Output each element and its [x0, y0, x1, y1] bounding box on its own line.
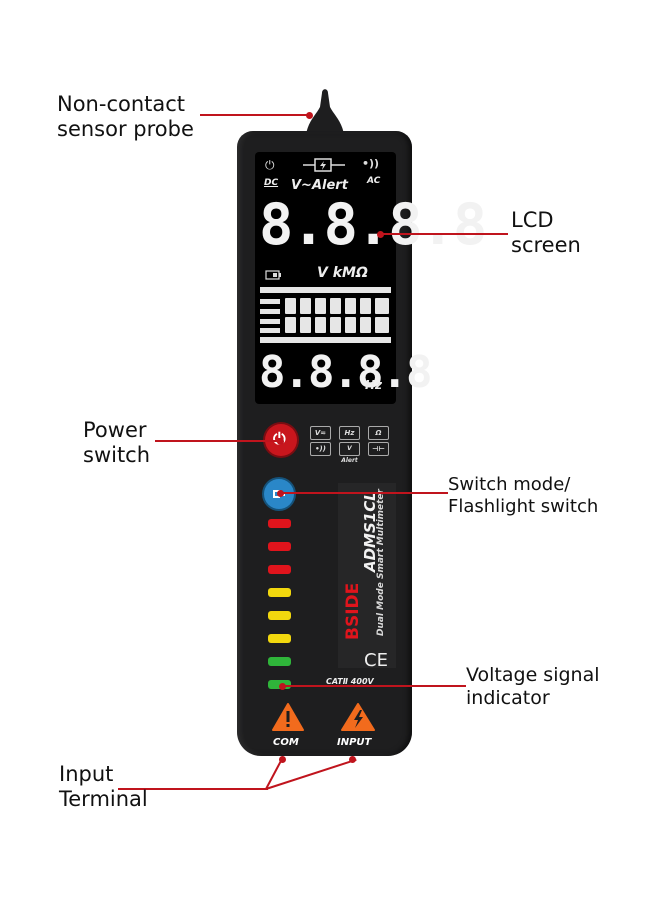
power-callout-line1: Power	[83, 418, 147, 442]
mode-resistance-icon: Ω	[368, 426, 389, 440]
probe-callout: Non-contact sensor probe	[57, 92, 194, 142]
lcd-screen: ⏻ •)) DC V~Alert AC 8.8.8.8 V kMΩ	[255, 152, 487, 404]
mode-leader-line	[280, 492, 448, 494]
voltage-led-1	[268, 519, 291, 528]
terminal-callout: Input Terminal	[59, 762, 148, 812]
mode-dc-ac-voltage-icon: V≂	[310, 426, 331, 440]
lcd-leader-dot	[377, 231, 384, 238]
product-subtitle: Dual Mode Smart Multimeter	[376, 489, 386, 636]
probe-callout-line1: Non-contact	[57, 92, 186, 116]
input-leader-dot	[349, 756, 356, 763]
buzzer-icon: •))	[362, 157, 380, 170]
voltage-leader-dot	[279, 683, 286, 690]
voltage-led-6	[268, 634, 291, 643]
frequency-readout: 8.8.8.8	[259, 347, 432, 398]
main-readout: 8.8.8.8	[259, 192, 487, 258]
power-callout-line2: switch	[83, 443, 151, 467]
terminal-leader-line	[118, 788, 268, 790]
mode-continuity-icon: •))	[310, 442, 331, 456]
alert-indicator: V~Alert	[291, 178, 348, 193]
product-label-panel	[338, 483, 396, 668]
terminal-callout-line2: Terminal	[59, 787, 148, 811]
voltage-callout: Voltage signal indicator	[466, 664, 600, 710]
ce-mark: CE	[364, 650, 388, 671]
brand-logo: BSIDE	[343, 582, 363, 640]
probe-leader-line	[200, 114, 308, 116]
battery-icon	[265, 270, 281, 280]
lcd-callout-line1: LCD	[511, 208, 554, 232]
ac-indicator: AC	[367, 176, 381, 186]
sensor-probe	[306, 89, 344, 135]
mode-callout-line2: Flashlight switch	[448, 496, 599, 517]
mode-voltage-alert-icon: V Alert	[339, 442, 360, 464]
lcd-callout-line2: screen	[511, 233, 581, 257]
voltage-led-7	[268, 657, 291, 666]
power-callout: Power switch	[83, 418, 150, 468]
com-terminal-label: COM	[273, 737, 299, 748]
input-terminal-label: INPUT	[337, 737, 372, 748]
mode-frequency-icon: Hz	[339, 426, 360, 440]
unit-indicator: V kMΩ	[317, 265, 368, 281]
probe-callout-line2: sensor probe	[57, 117, 194, 141]
mode-callout: Switch mode/ Flashlight switch	[448, 474, 598, 518]
voltage-led-2	[268, 542, 291, 551]
lcd-callout: LCD screen	[511, 208, 581, 258]
voltage-led-5	[268, 611, 291, 620]
mode-callout-line1: Switch mode/	[448, 474, 571, 495]
power-off-icon: ⏻	[265, 158, 275, 172]
voltage-callout-line2: indicator	[466, 687, 550, 709]
voltage-led-4	[268, 588, 291, 597]
frequency-unit: Hz	[365, 378, 383, 392]
category-rating: CATⅡ 400V	[326, 677, 374, 686]
voltage-callout-line1: Voltage signal	[466, 664, 600, 686]
mode-leader-dot	[277, 490, 284, 497]
mode-diode-icon: ⊣⊢	[368, 442, 389, 456]
voltage-led-3	[268, 565, 291, 574]
lcd-leader-line	[380, 233, 508, 235]
bar-graph	[260, 287, 391, 343]
input-warning-icon	[341, 703, 375, 731]
terminal-callout-line1: Input	[59, 762, 114, 786]
com-warning-icon	[272, 703, 304, 731]
power-leader-line	[155, 440, 279, 442]
com-leader-dot	[279, 756, 286, 763]
power-leader-dot	[277, 438, 284, 445]
dc-indicator: DC	[264, 178, 279, 188]
probe-leader-dot	[306, 112, 313, 119]
voltage-leader-line	[282, 685, 466, 687]
battery-charge-icon	[303, 158, 345, 172]
